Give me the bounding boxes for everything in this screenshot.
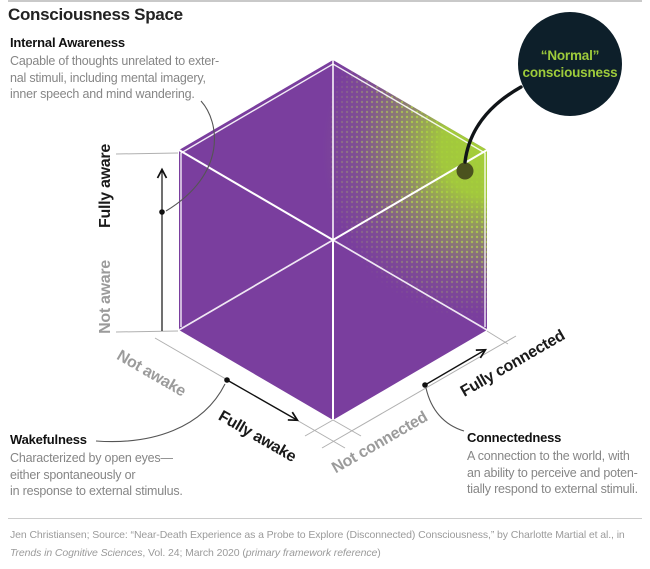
journal-name: Trends in Cognitive Sciences — [10, 547, 143, 559]
connectedness-title: Connectedness — [467, 430, 562, 445]
axis-label-not-awake: Not awake — [114, 347, 189, 400]
wakefulness-leader-line — [95, 383, 226, 443]
bottom-rule — [8, 518, 642, 519]
callout-connector-line — [463, 85, 523, 164]
wakefulness-title: Wakefulness — [10, 432, 87, 447]
connectedness-leader-line — [425, 387, 465, 432]
connectedness-line: an ability to perceive and poten- — [467, 465, 638, 480]
wakefulness-leader-dot — [224, 377, 230, 383]
axis-label-fully-awake: Fully awake — [215, 408, 299, 466]
callout-text-line2: consciousness — [523, 65, 618, 80]
source-line-1: Jen Christiansen; Source: “Near-Death Ex… — [10, 529, 625, 541]
connectedness-line: tially respond to external stimuli. — [467, 482, 638, 496]
awareness-tick-top — [115, 152, 179, 155]
axis-label-not-connected: Not connected — [329, 409, 430, 477]
reference-note: primary framework reference — [245, 547, 378, 559]
wakefulness-line: in response to external stimulus. — [10, 484, 183, 498]
connectedness-leader-dot — [422, 382, 428, 388]
awareness-tick-bottom — [115, 330, 179, 333]
connectedness-line: A connection to the world, with — [467, 449, 630, 463]
internal-awareness-line: inner speech and mind wandering. — [10, 87, 195, 101]
internal-awareness-annotation: Internal Awareness Capable of thoughts u… — [10, 35, 219, 103]
wakefulness-line: either spontaneously or — [10, 467, 136, 482]
internal-awareness-line: Capable of thoughts unrelated to exter- — [10, 54, 220, 68]
axis-label-not-aware: Not aware — [97, 260, 114, 334]
callout-text-line1: “Normal” — [541, 48, 599, 63]
internal-awareness-line: nal stimuli, including mental imagery, — [10, 70, 206, 85]
connectedness-axis-arrow — [424, 348, 488, 386]
wakefulness-axis-arrow — [226, 379, 300, 422]
normal-consciousness-marker-dot — [456, 162, 474, 180]
awareness-leader-dot — [159, 209, 165, 215]
bottom-vertex-tick-right — [332, 419, 362, 437]
callout-bubble — [518, 12, 622, 116]
connectedness-annotation: Connectedness A connection to the world,… — [467, 430, 638, 498]
wakefulness-line: Characterized by open eyes— — [10, 451, 173, 465]
axis-label-fully-aware: Fully aware — [97, 144, 114, 228]
figure-title: Consciousness Space — [8, 5, 183, 24]
bottom-vertex-tick-left — [304, 419, 334, 437]
top-rule — [8, 0, 642, 2]
right-vertex-tick — [486, 330, 509, 345]
source-line-2: Trends in Cognitive Sciences, Vol. 24; M… — [10, 547, 381, 559]
wakefulness-annotation: Wakefulness Characterized by open eyes— … — [10, 432, 183, 500]
awareness-leader-line — [165, 100, 215, 212]
internal-awareness-title: Internal Awareness — [10, 35, 125, 50]
source-credit: Jen Christiansen; Source: “Near-Death Ex… — [10, 526, 642, 562]
